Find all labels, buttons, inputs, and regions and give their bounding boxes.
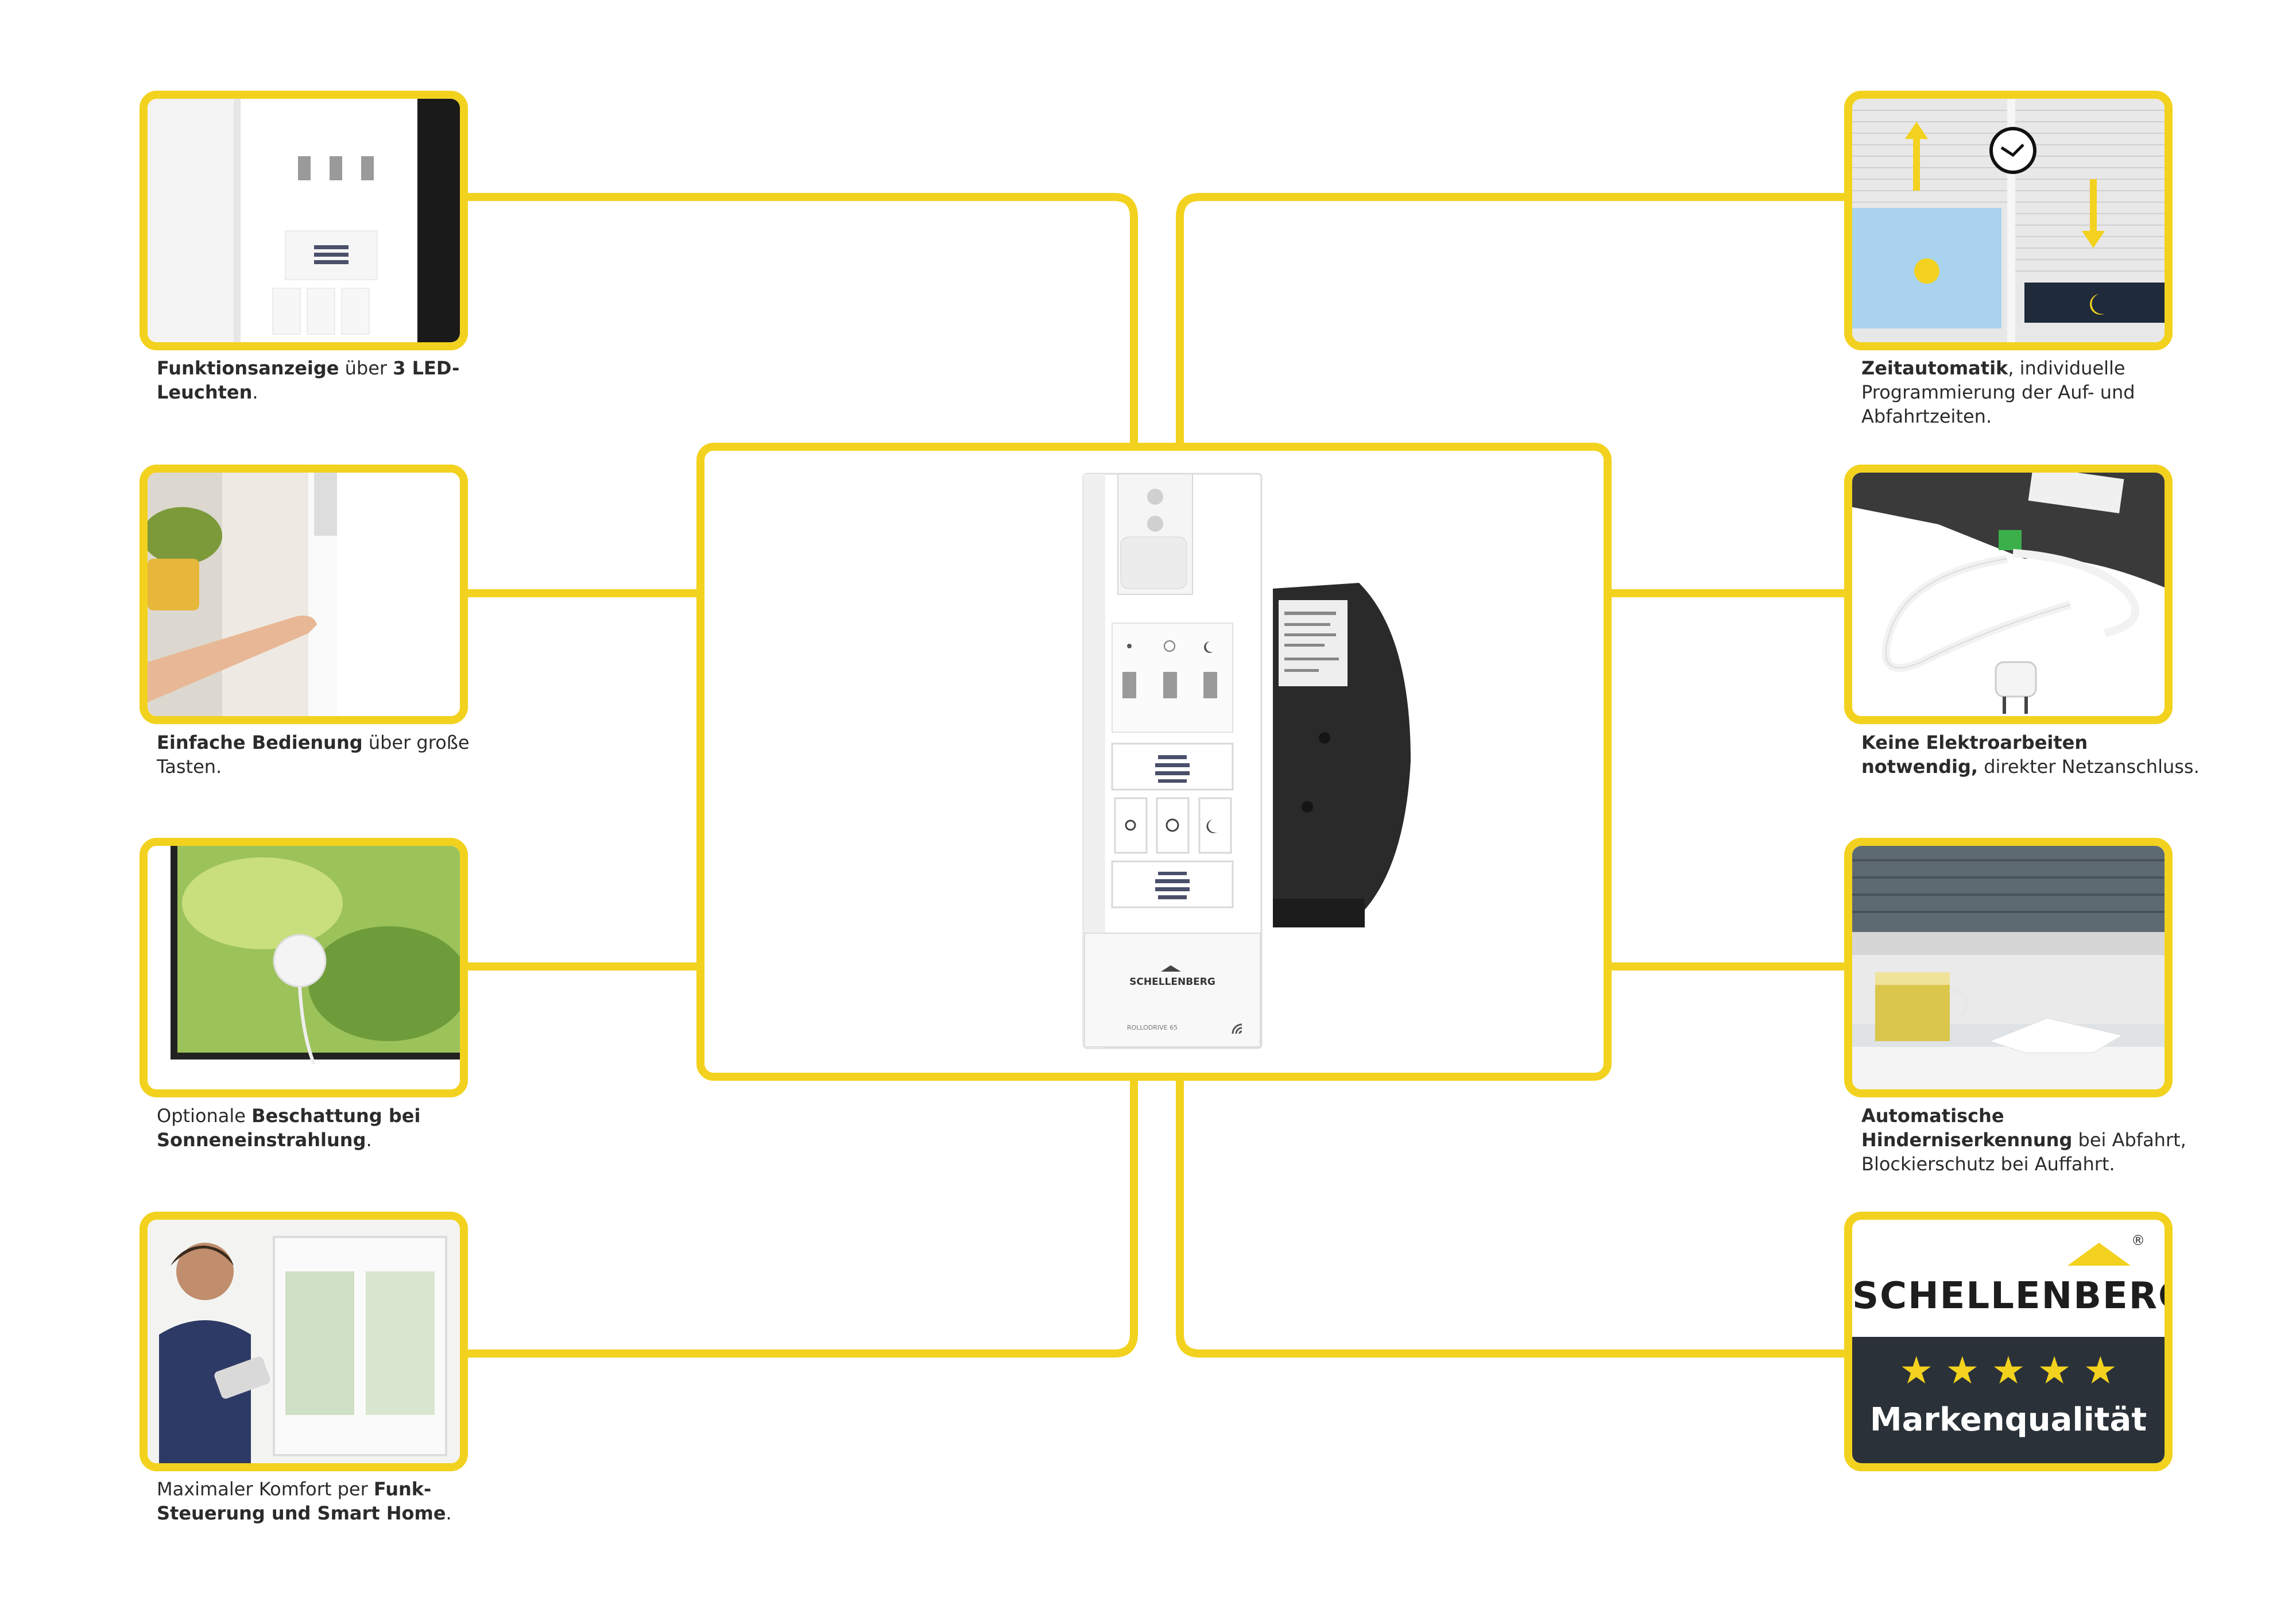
caption-radio-part-1: Funk-Steuerung und Smart Home bbox=[157, 1478, 446, 1524]
caption-obstacle-part-0: Automatische Hinderniserkennung bbox=[1861, 1105, 2073, 1151]
device-model: ROLLODRIVE 65 bbox=[1127, 1024, 1178, 1031]
caption-obstacle: Automatische Hinderniserkennung bei Abfa… bbox=[1861, 1104, 2206, 1176]
device-logo: SCHELLENBERG bbox=[1129, 976, 1215, 988]
caption-buttons-part-1: über große Tasten. bbox=[157, 732, 470, 778]
caption-led-part-1: über bbox=[339, 357, 393, 379]
easy-operation-image bbox=[140, 465, 468, 724]
caption-led-part-0: Funktionsanzeige bbox=[157, 357, 339, 379]
mains-plug-image bbox=[1844, 465, 2173, 724]
brand-roof-icon bbox=[2067, 1243, 2131, 1266]
caption-led-part-2: 3 LED-Leuchten bbox=[157, 357, 460, 403]
caption-radio: Maximaler Komfort per Funk-Steuerung und… bbox=[157, 1477, 501, 1525]
brand-name: SCHELLENBERG bbox=[1852, 1275, 2173, 1317]
brand-registered-mark: ® bbox=[2131, 1232, 2145, 1248]
caption-buttons: Einfache Bedienung über große Tasten. bbox=[157, 730, 501, 779]
brand-badge: ® SCHELLENBERG ★ ★ ★ ★ ★ Markenqualität bbox=[1844, 1212, 2173, 1471]
brand-stars: ★ ★ ★ ★ ★ bbox=[1899, 1348, 2117, 1393]
timer-image bbox=[1844, 91, 2173, 350]
caption-radio-part-0: Maximaler Komfort per bbox=[157, 1478, 374, 1500]
sun-sensor-image bbox=[140, 838, 468, 1097]
obstacle-detection-image bbox=[1844, 838, 2173, 1097]
caption-timer-part-0: Zeitautomatik bbox=[1861, 357, 2008, 379]
caption-sun: Optionale Beschattung bei Sonneneinstrah… bbox=[157, 1104, 501, 1152]
smart-home-image bbox=[140, 1212, 468, 1471]
product-frame: SCHELLENBERG ROLLODRIVE 65 bbox=[696, 443, 1612, 1081]
brand-quality: Markenqualität bbox=[1869, 1401, 2147, 1439]
caption-buttons-part-0: Einfache Bedienung bbox=[157, 732, 363, 753]
caption-plug-part-1: direkter Netzanschluss. bbox=[1978, 756, 2200, 778]
caption-led: Funktionsanzeige über 3 LED-Leuchten. bbox=[157, 356, 501, 404]
caption-led-part-3: . bbox=[252, 381, 258, 403]
caption-plug: Keine Elektroarbeiten notwendig, direkte… bbox=[1861, 730, 2206, 779]
caption-sun-part-1: Beschattung bei Sonneneinstrahlung bbox=[157, 1105, 421, 1151]
caption-plug-part-0: Keine Elektroarbeiten notwendig, bbox=[1861, 732, 2088, 778]
caption-radio-part-2: . bbox=[446, 1502, 452, 1524]
rollodrive-device: SCHELLENBERG ROLLODRIVE 65 bbox=[1082, 473, 1411, 1049]
caption-obstacle-part-1: bei Abfahrt, Blockierschutz bei Auffahrt… bbox=[1861, 1129, 2186, 1175]
caption-sun-part-0: Optionale bbox=[157, 1105, 252, 1127]
led-display-image bbox=[140, 91, 468, 350]
caption-timer: Zeitautomatik, individuelle Programmieru… bbox=[1861, 356, 2206, 428]
caption-timer-part-1: , individuelle Programmierung der Auf- u… bbox=[1861, 357, 2135, 427]
caption-sun-part-2: . bbox=[366, 1129, 372, 1151]
